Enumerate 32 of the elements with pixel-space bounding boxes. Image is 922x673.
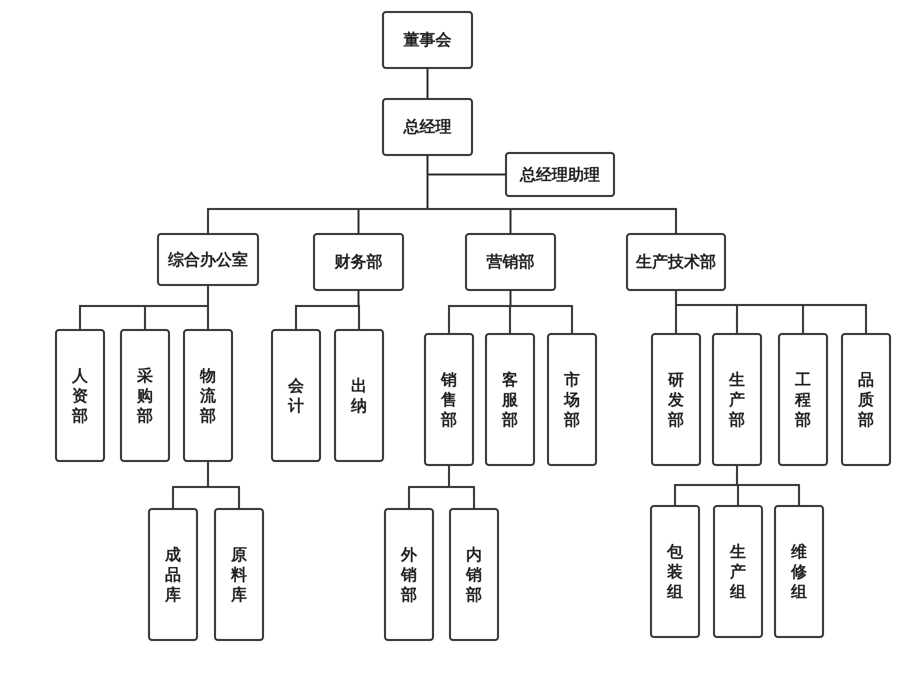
connector-line xyxy=(675,291,867,333)
department-box: 维修组 xyxy=(774,505,824,638)
department-box: 会计 xyxy=(271,329,321,462)
department-box: 物流部 xyxy=(183,329,233,462)
connector-line xyxy=(510,291,573,333)
connector-line xyxy=(448,466,475,508)
department-box: 生产部 xyxy=(712,333,762,466)
department-box: 总经理 xyxy=(382,98,473,156)
department-box: 研发部 xyxy=(651,333,701,466)
department-box: 市场部 xyxy=(547,333,597,466)
department-box: 外销部 xyxy=(384,508,434,641)
connector-line xyxy=(358,291,360,329)
department-box: 综合办公室 xyxy=(157,233,259,286)
department-box: 原料库 xyxy=(214,508,264,641)
department-box: 董事会 xyxy=(382,11,473,69)
department-box: 财务部 xyxy=(313,233,404,291)
department-box: 客服部 xyxy=(485,333,535,466)
department-box: 生产技术部 xyxy=(626,233,726,291)
department-box: 总经理助理 xyxy=(505,152,615,197)
department-box: 出纳 xyxy=(334,329,384,462)
department-box: 包装组 xyxy=(650,505,700,638)
department-box: 品质部 xyxy=(841,333,891,466)
department-box: 营销部 xyxy=(465,233,556,291)
connector-line xyxy=(426,156,677,233)
department-box: 销售部 xyxy=(424,333,474,466)
department-box: 采购部 xyxy=(120,329,170,462)
department-box: 生产组 xyxy=(713,505,763,638)
connector-line xyxy=(426,69,428,98)
department-box: 内销部 xyxy=(449,508,499,641)
department-box: 工程部 xyxy=(778,333,828,466)
department-box: 人资部 xyxy=(55,329,105,462)
department-box: 成品库 xyxy=(148,508,198,641)
